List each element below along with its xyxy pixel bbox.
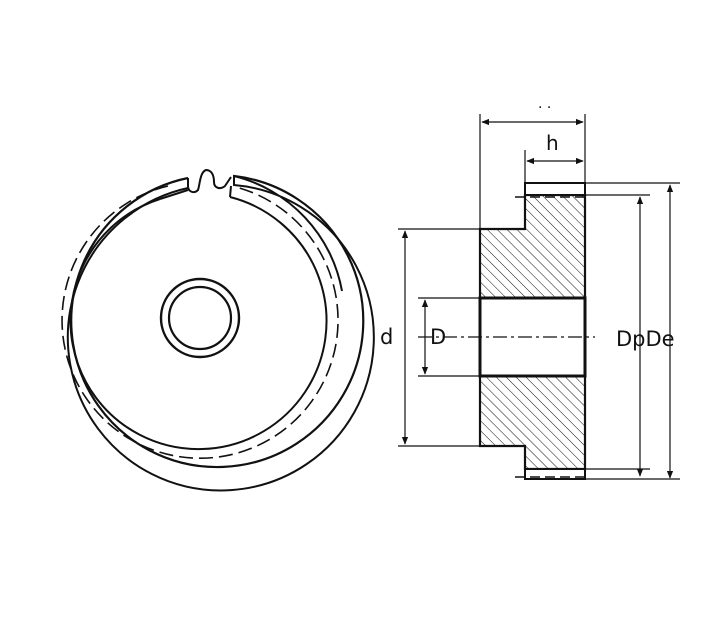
side-section-view xyxy=(418,182,595,480)
bore-circle xyxy=(167,285,233,351)
label-bore-diameter: D xyxy=(430,325,446,349)
keyway-notch xyxy=(187,168,232,194)
hub-outer-circle xyxy=(159,277,241,359)
dimensions xyxy=(398,114,680,480)
outer-rim-ring xyxy=(70,174,365,469)
root-circle-end-left xyxy=(159,189,189,200)
pitch-circle xyxy=(61,185,339,460)
root-circle-end-right xyxy=(229,185,232,198)
root-circle xyxy=(69,196,328,451)
tooth-tip-bottom xyxy=(524,468,586,480)
label-hub-diameter: d xyxy=(380,325,393,349)
gear-outer-rim xyxy=(66,174,375,492)
label-hub-length: h xyxy=(546,131,559,155)
tooth-tip-top xyxy=(524,182,586,196)
label-top-dim: · · xyxy=(538,100,551,116)
hatched-section-top xyxy=(478,193,587,300)
hatched-section-bottom xyxy=(478,374,587,471)
front-view xyxy=(61,168,375,492)
label-gear-diameters: DpDe xyxy=(616,327,675,351)
